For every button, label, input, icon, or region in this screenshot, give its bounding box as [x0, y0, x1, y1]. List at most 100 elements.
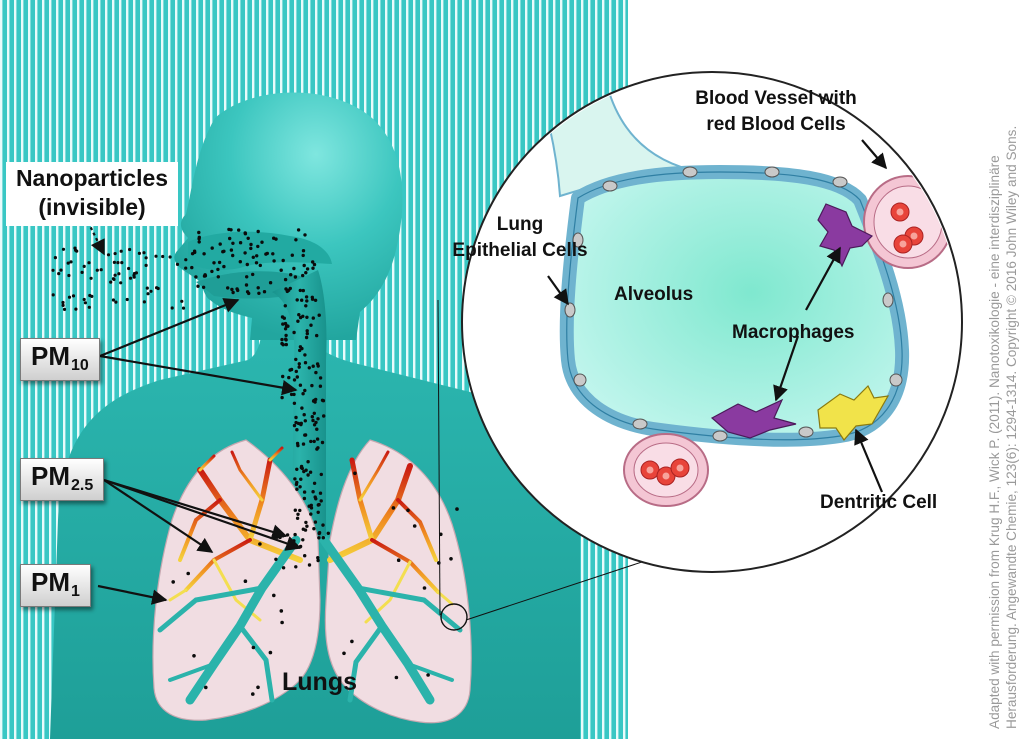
particle	[309, 439, 313, 444]
particle	[293, 508, 297, 512]
particle	[304, 468, 308, 472]
particle	[319, 499, 323, 503]
particle	[311, 260, 315, 264]
particle	[74, 307, 78, 311]
particle	[295, 441, 300, 446]
particle	[245, 262, 249, 267]
particle	[305, 331, 309, 336]
particle	[314, 497, 318, 501]
particle	[238, 241, 243, 245]
particle	[306, 460, 310, 464]
particle	[53, 256, 58, 260]
particle	[311, 316, 315, 320]
particle	[284, 337, 288, 341]
epithelial-label-line1: Lung	[496, 214, 544, 235]
particle	[292, 401, 297, 405]
particle	[301, 392, 305, 396]
particle	[312, 411, 316, 415]
blood-vessel-label-line1: Blood Vessel with	[695, 88, 857, 109]
particle	[297, 313, 301, 317]
particle	[309, 503, 313, 507]
particle	[280, 395, 284, 400]
particle	[168, 255, 172, 259]
particle	[304, 304, 308, 308]
particle	[284, 342, 288, 347]
particle	[303, 433, 307, 437]
particle	[316, 556, 320, 560]
particle	[149, 289, 153, 293]
pm1-main: PM	[31, 567, 70, 597]
particle	[294, 238, 298, 242]
particle	[295, 375, 299, 379]
particle	[283, 277, 288, 282]
particle	[319, 472, 323, 477]
macrophage-lower	[710, 398, 797, 439]
particle	[318, 491, 323, 495]
pm10-label: PM10	[20, 338, 100, 381]
particle	[203, 273, 207, 277]
particle	[303, 528, 308, 532]
particle	[66, 261, 70, 265]
particle	[303, 233, 307, 237]
particle	[184, 258, 188, 262]
particle	[251, 272, 255, 277]
particle	[295, 487, 299, 491]
particle	[311, 364, 315, 368]
particle	[297, 365, 301, 369]
particle	[287, 375, 291, 380]
particle	[244, 283, 249, 287]
particle	[301, 314, 305, 318]
particle	[218, 242, 222, 246]
particle	[315, 333, 319, 338]
particle	[320, 440, 325, 445]
arrow-epithelial	[547, 275, 569, 306]
particle	[426, 673, 430, 677]
particle	[254, 261, 259, 265]
particle	[295, 516, 300, 520]
particle	[316, 364, 320, 368]
particle	[229, 248, 234, 252]
image-credit-line2: Herausforderung. Angewandte Chemie, 123(…	[1004, 125, 1019, 729]
particle	[313, 520, 318, 524]
particle	[192, 249, 197, 253]
particle	[257, 291, 261, 295]
particle	[293, 532, 297, 537]
particle	[230, 287, 234, 292]
particle	[298, 348, 302, 353]
particle	[82, 264, 86, 268]
arrow-pm1	[97, 584, 168, 605]
particle	[144, 256, 148, 260]
trachea	[272, 270, 327, 540]
particle	[302, 413, 306, 417]
particle	[284, 333, 288, 338]
particle	[311, 490, 315, 494]
particle	[316, 417, 320, 421]
particle	[307, 563, 312, 567]
particle	[212, 261, 216, 265]
particle	[406, 508, 410, 513]
particle	[305, 329, 309, 333]
particle	[194, 275, 198, 279]
particle	[95, 268, 99, 272]
particle	[192, 654, 196, 658]
particle	[184, 266, 188, 270]
particle	[255, 254, 259, 258]
particle	[87, 261, 91, 265]
particle	[312, 439, 316, 444]
particle	[112, 260, 116, 264]
zoom-line-lower	[465, 559, 649, 621]
particle	[309, 323, 313, 327]
particle	[310, 383, 314, 388]
particle	[258, 263, 262, 268]
particle	[69, 260, 73, 264]
particle	[317, 536, 321, 540]
arrow-pm25-bronchus2	[103, 478, 302, 551]
nanoparticles-label: Nanoparticles (invisible)	[6, 162, 178, 226]
particle	[302, 490, 307, 494]
particle	[299, 477, 303, 481]
particle	[283, 327, 288, 331]
particle	[155, 286, 159, 290]
particle	[342, 651, 346, 656]
particle	[127, 266, 131, 271]
particle	[161, 254, 165, 259]
